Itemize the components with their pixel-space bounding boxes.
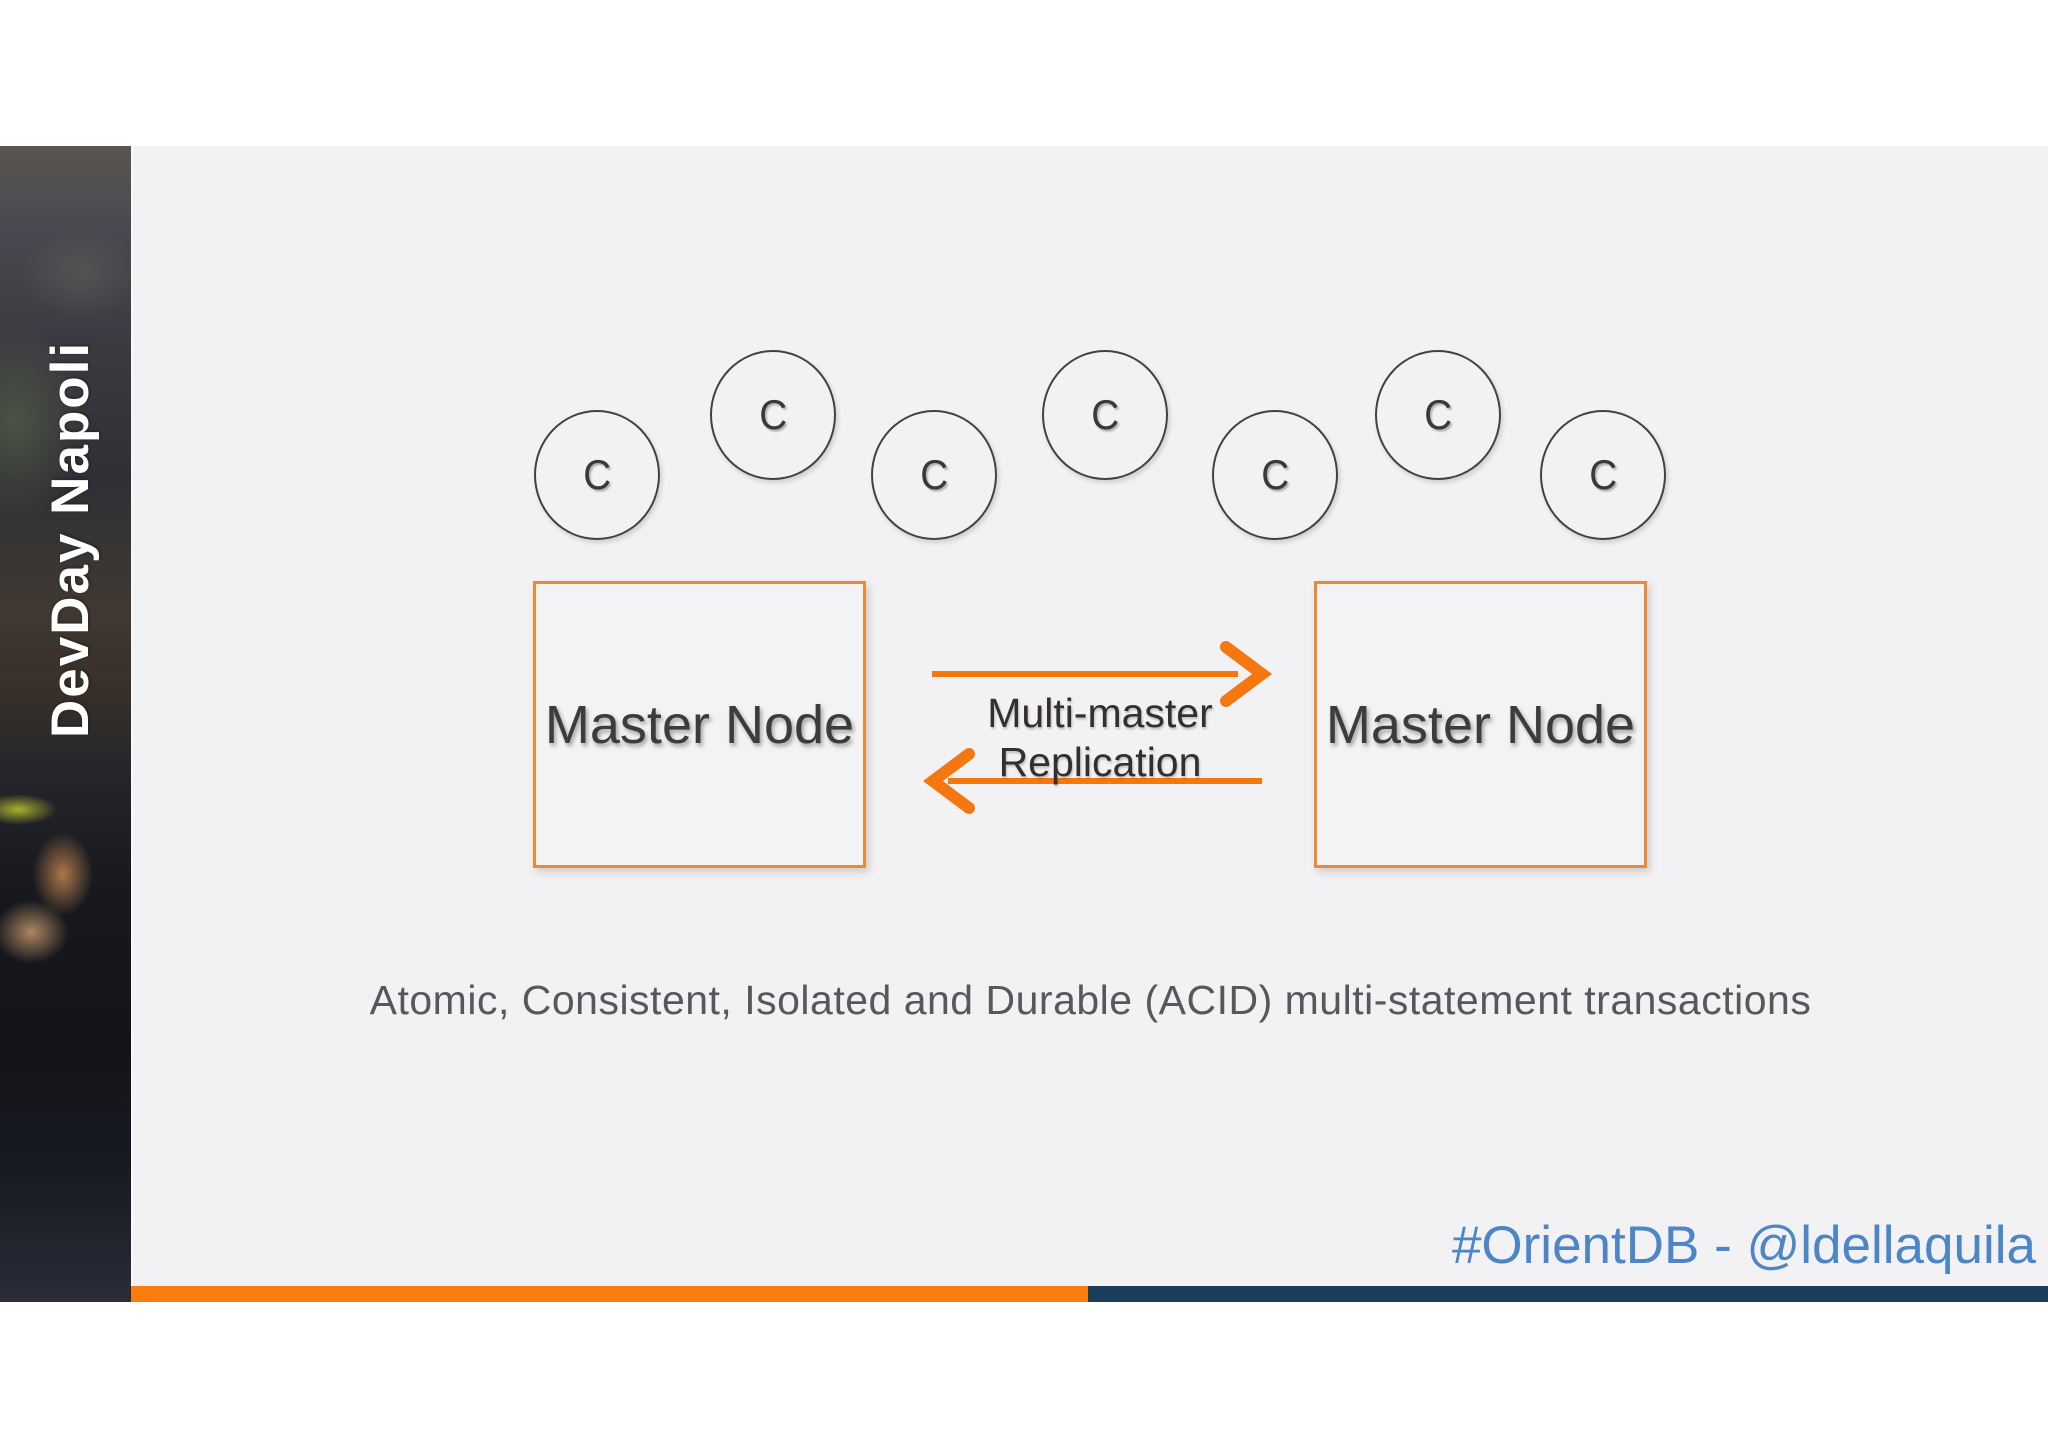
client-circle: C <box>1212 410 1338 540</box>
footer-bar-orange <box>131 1286 1088 1302</box>
client-circle: C <box>710 350 836 480</box>
client-circle-label: C <box>1589 451 1617 498</box>
master-node-label: Master Node <box>1325 694 1636 755</box>
slide-background <box>133 146 2048 1286</box>
client-circle: C <box>871 410 997 540</box>
client-circle-label: C <box>1091 391 1119 438</box>
replication-label: Multi-master Replication <box>928 689 1272 787</box>
arrow-left-icon <box>923 748 1262 814</box>
replication-arrows-svg <box>923 641 1272 814</box>
client-circle-label: C <box>759 391 787 438</box>
client-circle-label: C <box>1261 451 1289 498</box>
master-node-right: Master Node <box>1314 581 1647 868</box>
arrow-right-icon <box>932 641 1272 707</box>
sidebar-title: DevDay Napoli <box>41 340 100 738</box>
sidebar-photo: DevDay Napoli <box>0 146 133 1302</box>
client-circle: C <box>1540 410 1666 540</box>
client-circle-label: C <box>583 451 611 498</box>
client-circle: C <box>534 410 660 540</box>
master-node-label: Master Node <box>544 694 855 755</box>
master-node-left: Master Node <box>533 581 866 868</box>
client-circle-label: C <box>1424 391 1452 438</box>
client-circle: C <box>1375 350 1501 480</box>
footer-handle: #OrientDB - @ldellaquila <box>1451 1216 2036 1275</box>
replication-label-line1: Multi-master <box>987 690 1213 736</box>
client-circle-label: C <box>920 451 948 498</box>
footer-bar-navy <box>1088 1286 2048 1302</box>
caption-text: Atomic, Consistent, Isolated and Durable… <box>369 977 1812 1023</box>
replication-label-line2: Replication <box>998 739 1202 785</box>
client-circle: C <box>1042 350 1168 480</box>
